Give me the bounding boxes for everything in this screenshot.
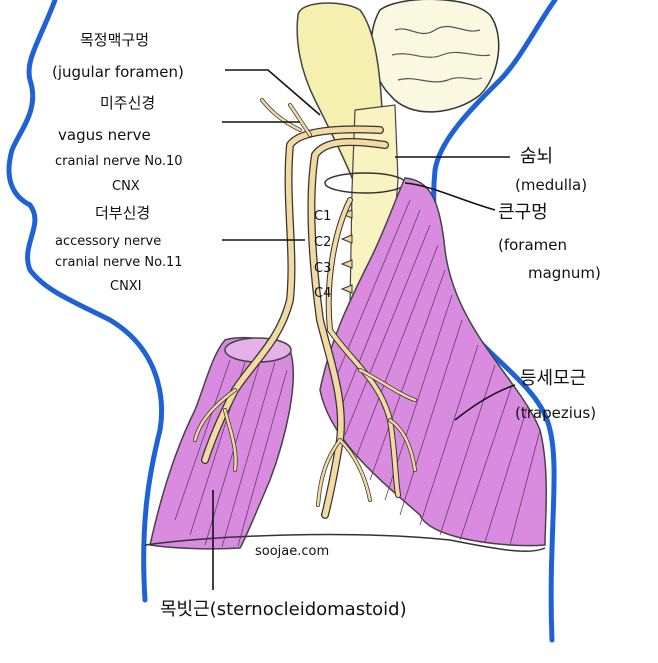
label-trapezius-en: (trapezius) <box>515 404 596 422</box>
label-medulla-en: (medulla) <box>515 176 587 194</box>
label-vagus-no: cranial nerve No.10 <box>55 154 183 169</box>
nerves <box>193 98 417 519</box>
label-accessory-en: accessory nerve <box>55 234 161 249</box>
label-jugular-en: (jugular foramen) <box>52 63 184 81</box>
leader-trapezius <box>454 384 516 421</box>
label-vagus-cn: CNX <box>112 179 140 194</box>
label-magnum-ko: 큰구멍 <box>498 202 548 223</box>
label-c3: C3 <box>314 261 331 276</box>
leader-magnum <box>404 182 496 211</box>
cerebellum-folds <box>391 25 491 83</box>
leader-lines <box>212 69 516 590</box>
sternocleidomastoid-muscle <box>149 336 294 550</box>
label-vagus-en: vagus nerve <box>58 126 151 144</box>
neck-front-outline <box>6 0 165 603</box>
cervical-roots <box>340 209 353 294</box>
label-accessory-cn: CNXI <box>110 279 142 294</box>
cerebellum <box>370 0 500 113</box>
label-c1: C1 <box>314 209 331 224</box>
clavicle-outline <box>144 533 546 552</box>
label-accessory-ko: 더부신경 <box>95 204 150 222</box>
label-medulla-ko: 숨뇌 <box>520 146 553 167</box>
label-vagus-ko: 미주신경 <box>100 94 155 112</box>
label-trapezius-ko: 등세모근 <box>520 368 586 389</box>
label-jugular-ko: 목정맥구멍 <box>80 31 149 49</box>
trapezius-muscle <box>319 177 547 547</box>
label-c2: C2 <box>314 235 331 250</box>
label-c4: C4 <box>314 286 331 301</box>
leader-jugular <box>225 69 321 116</box>
label-watermark: soojae.com <box>255 544 329 559</box>
label-magnum-en1: (foramen <box>498 236 567 254</box>
label-scm: 목빗근(sternocleidomastoid) <box>160 599 407 620</box>
label-accessory-no: cranial nerve No.11 <box>55 255 183 270</box>
label-magnum-en2: magnum) <box>528 264 601 282</box>
